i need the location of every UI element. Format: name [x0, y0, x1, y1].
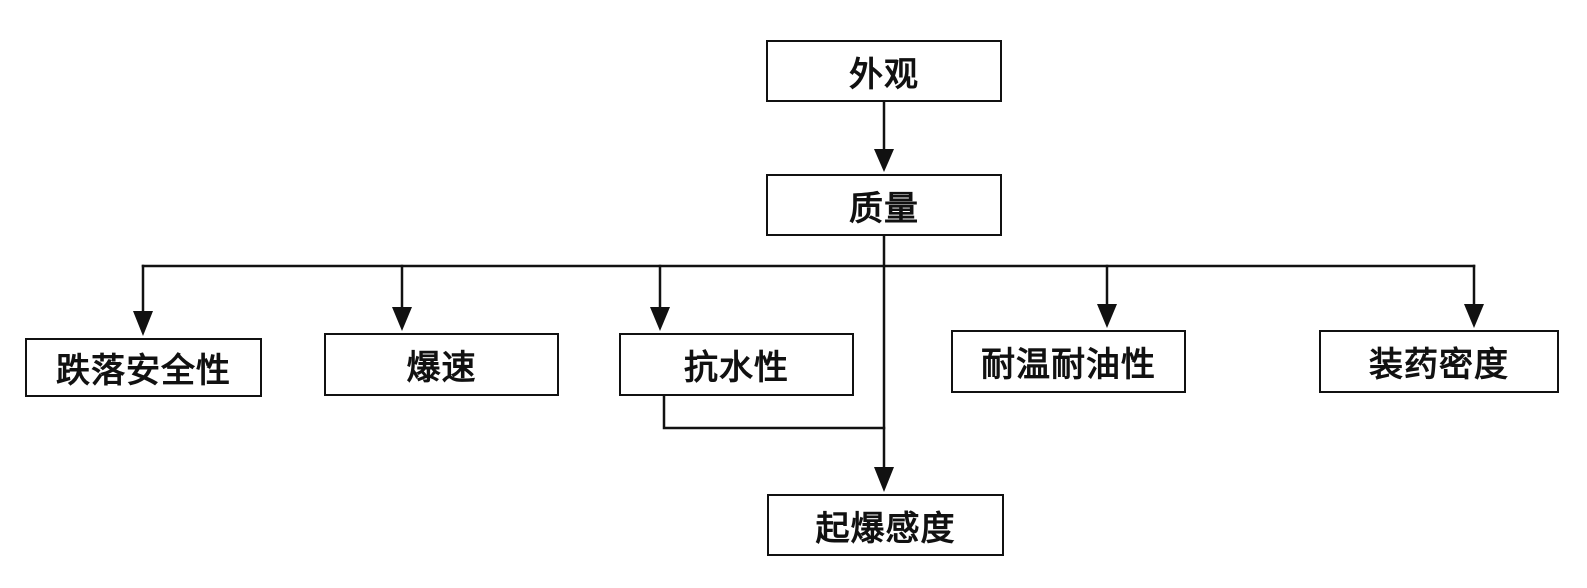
arrowhead-velocity [392, 307, 412, 331]
node-drop-safety-label: 跌落安全性 [56, 351, 231, 391]
node-drop-safety: 跌落安全性 [25, 338, 262, 397]
node-quality: 质量 [766, 174, 1002, 236]
arrowhead-quality [874, 149, 894, 172]
node-appearance-label: 外观 [849, 54, 919, 95]
node-temp-oil-resistance-label: 耐温耐油性 [981, 345, 1156, 385]
arrowhead-sensitivity [874, 467, 894, 492]
edge-water-to-sensitivity [662, 394, 886, 430]
node-water-resistance-label: 抗水性 [684, 348, 789, 388]
node-charge-density-label: 装药密度 [1369, 345, 1509, 385]
node-initiation-sensitivity: 起爆感度 [767, 494, 1004, 556]
node-appearance: 外观 [766, 40, 1002, 102]
node-initiation-sensitivity-label: 起爆感度 [815, 508, 956, 549]
arrowhead-water [650, 307, 670, 331]
node-detonation-velocity: 爆速 [324, 333, 559, 396]
node-detonation-velocity-label: 爆速 [406, 348, 477, 388]
node-charge-density: 装药密度 [1319, 330, 1559, 393]
arrowhead-temp-oil [1097, 304, 1117, 328]
arrowhead-density [1464, 304, 1484, 328]
arrowhead-drop-safety [133, 311, 153, 336]
node-temp-oil-resistance: 耐温耐油性 [951, 330, 1186, 393]
node-water-resistance: 抗水性 [619, 333, 854, 396]
node-quality-label: 质量 [849, 188, 919, 229]
